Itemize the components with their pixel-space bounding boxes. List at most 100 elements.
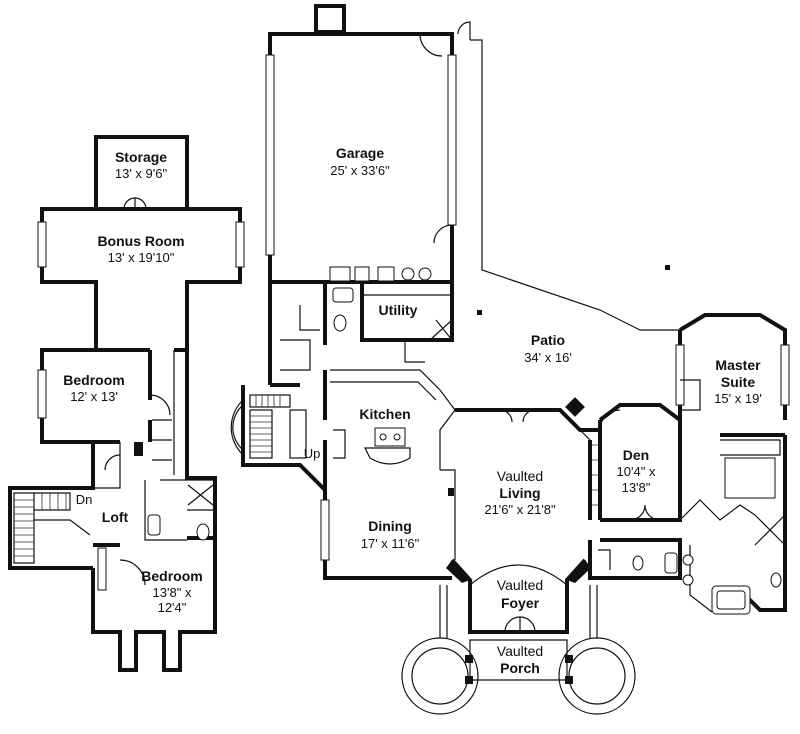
stairs-up[interactable] <box>249 394 307 459</box>
den-dim2: 13'8" <box>622 480 651 495</box>
garage-appliances <box>329 266 432 282</box>
patio-dim: 34' x 16' <box>524 350 572 365</box>
bonus-name: Bonus Room <box>97 233 184 249</box>
bedroom-lower-door[interactable] <box>119 559 146 586</box>
living-pre: Vaulted <box>497 468 543 484</box>
front-door[interactable] <box>504 616 536 633</box>
patio-post <box>477 310 482 315</box>
foyer-pier-right <box>567 560 591 583</box>
bedroom-upper-dim: 12' x 13' <box>70 389 118 404</box>
bonus-window-left <box>37 221 47 268</box>
hall-door[interactable] <box>149 394 171 416</box>
porch-pre: Vaulted <box>497 643 543 659</box>
powder-sink-2-icon <box>664 552 678 574</box>
dining-partition <box>440 469 456 560</box>
patio-name: Patio <box>531 332 565 348</box>
master-name2: Suite <box>721 374 755 390</box>
sink-right <box>682 574 694 586</box>
bedroom-lower-window <box>97 547 107 591</box>
master-bath-walls <box>720 433 787 612</box>
utility-walls <box>268 282 454 385</box>
hall-closet-shelves <box>152 419 172 461</box>
foyer-pier-left <box>446 560 470 583</box>
loft-name: Loft <box>102 509 129 525</box>
living-angled-wall <box>559 409 591 441</box>
garage-entry-door[interactable] <box>419 33 443 57</box>
bath-lower <box>144 479 216 541</box>
kitchen-name: Kitchen <box>359 406 410 422</box>
living-patio-doors[interactable] <box>499 409 536 423</box>
stairs-down[interactable] <box>13 492 91 564</box>
patio-post-2 <box>665 265 670 270</box>
side-door[interactable] <box>457 21 471 40</box>
storage-door-2[interactable] <box>134 197 147 210</box>
stairs-up-label: Up <box>304 446 321 461</box>
bay-window <box>230 399 244 456</box>
den-dim1: 10'4" x <box>617 464 656 479</box>
kitchen-counter <box>330 369 456 470</box>
sink-left <box>682 554 694 566</box>
powder-toilet-2-icon <box>632 555 644 571</box>
foyer-name: Foyer <box>501 595 540 611</box>
built-in-shelves <box>592 444 598 506</box>
storage-door[interactable] <box>123 197 136 210</box>
bedroom-upper-name: Bedroom <box>63 372 124 388</box>
storage-name: Storage <box>115 149 167 165</box>
powder-toilet-icon <box>333 314 347 332</box>
den-walls <box>598 403 682 522</box>
utility-door[interactable] <box>404 340 425 363</box>
master-vanity <box>720 439 781 456</box>
shower-icon <box>187 484 214 506</box>
fireplace <box>565 397 585 417</box>
bath-upper-door[interactable] <box>104 454 121 471</box>
pantry-closets <box>280 305 320 371</box>
cooktop-icon <box>374 427 406 447</box>
foyer-pre: Vaulted <box>497 577 543 593</box>
tub-area <box>724 457 776 499</box>
bonus-window-right <box>235 221 245 268</box>
bedroom-lower-dim1: 13'8" x <box>153 585 192 600</box>
powder-sink-icon <box>332 287 354 303</box>
master-window-right <box>780 344 790 406</box>
utility-name: Utility <box>379 302 418 318</box>
garage-door-left[interactable] <box>265 54 275 256</box>
dining-dim: 17' x 11'6" <box>361 536 420 551</box>
utility-cross <box>429 319 453 341</box>
living-name: Living <box>499 485 540 501</box>
bonus-room-walls <box>40 207 242 350</box>
master-window-left <box>675 344 685 406</box>
porch-walkways <box>439 585 598 638</box>
bay-window-inner <box>232 404 244 451</box>
dining-window <box>320 499 330 561</box>
kitchen-oven <box>333 429 346 459</box>
living-wall-right <box>588 420 602 520</box>
master-closet-angles <box>679 499 756 521</box>
bath-upper <box>92 442 121 489</box>
stair-walls <box>241 383 327 492</box>
main-floor <box>230 4 790 715</box>
master-closet <box>680 379 701 411</box>
room-labels: Storage 13' x 9'6" Bonus Room 13' x 19'1… <box>63 145 762 676</box>
garage-name: Garage <box>336 145 384 161</box>
bonus-dim: 13' x 19'10" <box>108 250 175 265</box>
garage-window-right <box>447 54 457 226</box>
living-dim: 21'6" x 21'8" <box>484 502 556 517</box>
foyer-arch <box>469 564 568 586</box>
den-french-doors[interactable] <box>629 504 661 521</box>
kitchen-island <box>364 447 411 465</box>
den-name: Den <box>623 447 649 463</box>
garage-side-door[interactable] <box>433 224 453 244</box>
porch-column-3 <box>465 676 473 684</box>
toilet-icon <box>196 523 210 541</box>
bedroom-lower-dim2: 12'4" <box>158 600 187 615</box>
den-door[interactable] <box>599 409 621 431</box>
master-shower-icon <box>754 514 786 546</box>
master-name1: Master <box>715 357 761 373</box>
porch-name: Porch <box>500 660 540 676</box>
master-bath-angled <box>689 545 713 613</box>
powder-door[interactable] <box>598 549 611 570</box>
storage-dim: 13' x 9'6" <box>115 166 168 181</box>
chimney-block <box>134 442 143 456</box>
bedroom-upper-window <box>37 369 47 419</box>
